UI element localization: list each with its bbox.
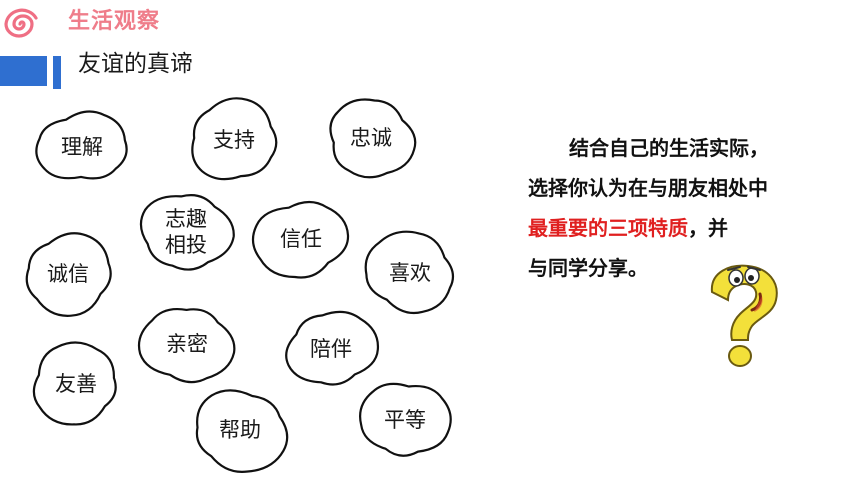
cloud-loyalty[interactable]: 忠诚 — [318, 92, 424, 184]
page-subtitle: 友谊的真谛 — [78, 51, 193, 77]
cloud-shape — [32, 341, 117, 426]
spiral-logo-icon — [2, 6, 42, 42]
cloud-shape — [195, 389, 289, 473]
cloud-label: 志趣 相投 — [165, 207, 207, 257]
header-accent-stripe — [53, 56, 61, 89]
cloud-kindness[interactable]: 友善 — [22, 336, 130, 432]
cloud-outline — [137, 307, 236, 384]
prompt-line-3-rest: ，并 — [688, 216, 728, 240]
cloud-label: 帮助 — [219, 418, 261, 442]
cloud-outline — [329, 98, 417, 179]
cloud-label: 支持 — [213, 128, 255, 152]
cloud-shape — [139, 194, 235, 271]
cloud-shape — [35, 110, 128, 180]
prompt-highlight: 最重要的三项特质 — [528, 216, 688, 240]
discussion-prompt: 结合自己的生活实际， 选择你认为在与朋友相处中 最重要的三项特质，并 与同学分享… — [528, 128, 838, 288]
cloud-outline — [35, 110, 128, 180]
cloud-shared-interests[interactable]: 志趣 相投 — [132, 184, 240, 280]
cloud-outline — [139, 194, 235, 271]
cloud-understanding[interactable]: 理解 — [28, 104, 136, 190]
cloud-equality[interactable]: 平等 — [352, 372, 458, 468]
cloud-integrity[interactable]: 诚信 — [14, 226, 122, 322]
cloud-shape — [25, 232, 112, 317]
cloud-label: 陪伴 — [310, 337, 352, 361]
cloud-outline — [191, 97, 278, 181]
cloud-shape — [285, 310, 380, 386]
cloud-shape — [364, 230, 455, 315]
cloud-intimacy[interactable]: 亲密 — [132, 296, 242, 392]
cloud-shape — [251, 200, 350, 279]
cloud-label: 友善 — [55, 372, 97, 396]
cloud-label: 信任 — [280, 227, 322, 251]
cloud-fondness[interactable]: 喜欢 — [356, 226, 464, 320]
cloud-outline — [285, 310, 380, 386]
prompt-line-1: 结合自己的生活实际， — [569, 136, 769, 160]
cloud-label: 理解 — [61, 135, 103, 159]
cloud-label: 喜欢 — [389, 261, 431, 285]
cloud-outline — [32, 341, 117, 426]
cloud-label: 亲密 — [166, 332, 208, 356]
cloud-shape — [329, 98, 417, 179]
cloud-outline — [25, 232, 112, 317]
cloud-outline — [364, 230, 455, 315]
header-accent-block — [0, 56, 47, 86]
cloud-shape — [191, 97, 278, 181]
section-title: 生活观察 — [68, 9, 161, 34]
cloud-outline — [195, 389, 289, 473]
cloud-outline — [359, 382, 452, 457]
cloud-label: 平等 — [384, 408, 426, 432]
prompt-line-2: 选择你认为在与朋友相处中 — [528, 176, 768, 200]
question-mark-mascot-icon — [700, 262, 785, 370]
cloud-trust[interactable]: 信任 — [246, 192, 356, 286]
cloud-helping[interactable]: 帮助 — [184, 382, 296, 478]
cloud-companionship[interactable]: 陪伴 — [278, 304, 384, 394]
cloud-shape — [137, 307, 236, 384]
cloud-label: 诚信 — [47, 262, 89, 286]
cloud-label: 忠诚 — [350, 126, 392, 150]
cloud-outline — [251, 200, 350, 279]
prompt-line-4: 与同学分享。 — [528, 256, 648, 280]
prompt-line-3: 最重要的三项特质，并 — [528, 208, 838, 248]
cloud-support[interactable]: 支持 — [180, 92, 288, 188]
cloud-shape — [359, 382, 452, 457]
